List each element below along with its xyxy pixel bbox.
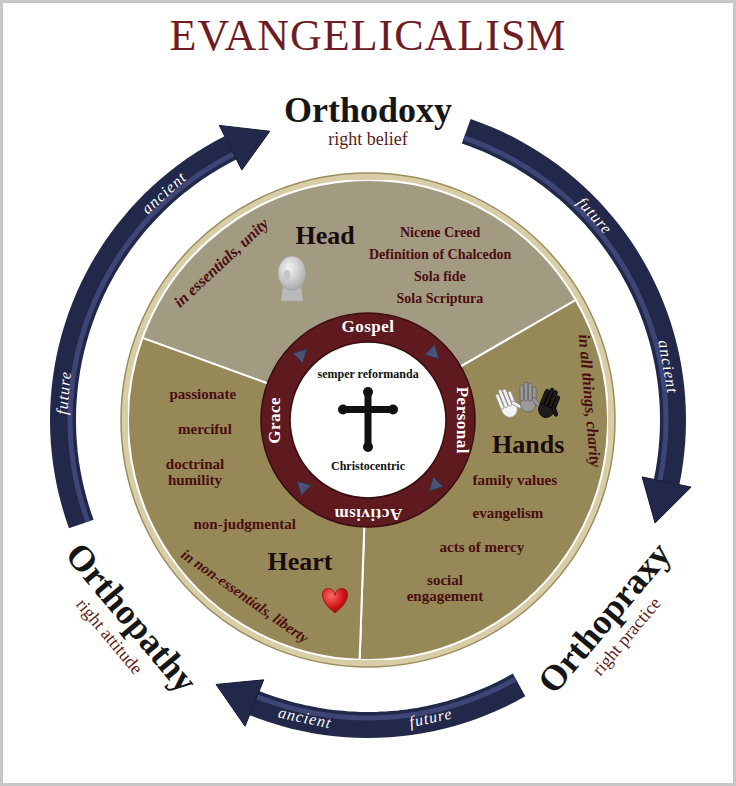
sector-heading: Heart [268, 548, 333, 577]
sector-heading: Head [296, 222, 355, 251]
sector-item: Sola fide [414, 269, 466, 284]
ring-word: Gospel [342, 318, 395, 337]
cycle-heading: Orthodoxy [284, 91, 452, 130]
sector-item: Nicene Creed [400, 225, 480, 240]
ring-word: Grace [266, 396, 285, 443]
center-word: Christocentric [331, 460, 405, 473]
sector-item: Definition of Chalcedon [369, 247, 511, 262]
cycle-arrow [216, 679, 519, 726]
sector-item: social engagement [398, 572, 493, 605]
head-icon [278, 256, 306, 301]
center-word: semper reformanda [318, 368, 419, 381]
sector-item: non-judgmental [194, 516, 297, 533]
sector-item: acts of mercy [440, 539, 525, 556]
sector-item: doctrinal humility [150, 456, 240, 489]
cycle-label: Orthodoxyright belief [284, 91, 452, 149]
cycle-subtitle: right belief [284, 130, 452, 149]
sector-item: merciful [178, 421, 232, 438]
ring-word: Personal [452, 386, 471, 453]
sector-item: family values [473, 472, 558, 489]
title: EVANGELICALISM [0, 12, 736, 60]
disk-rim [121, 173, 615, 667]
sector-heading: Hands [492, 431, 564, 460]
ring-word: Activism [334, 504, 402, 523]
sector-item: evangelism [473, 505, 544, 522]
sector-item: Sola Scriptura [397, 291, 484, 306]
sector-item: passionate [170, 386, 237, 403]
